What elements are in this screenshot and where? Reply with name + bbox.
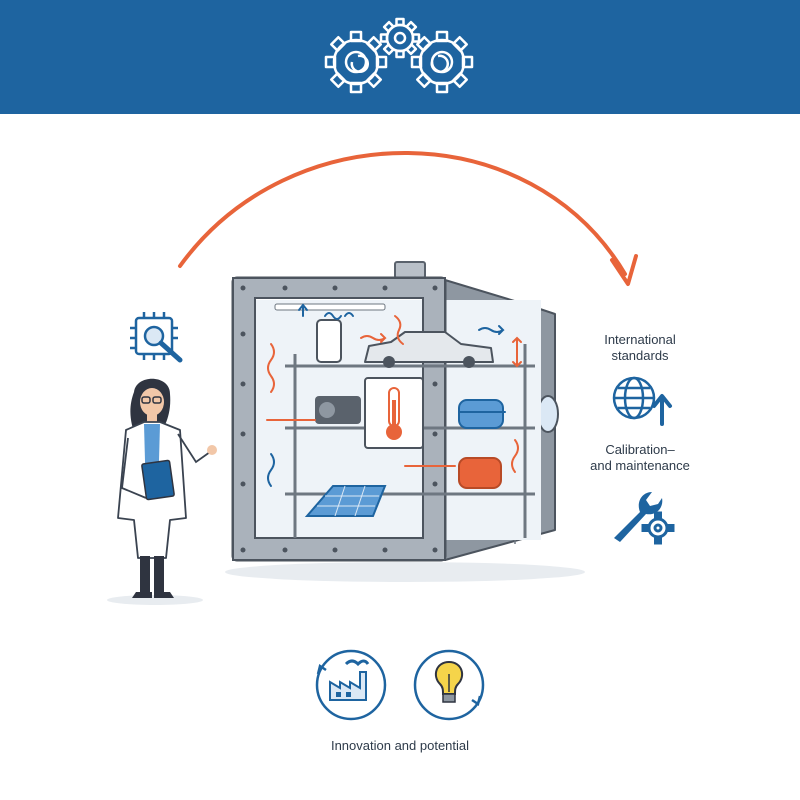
label-line: International bbox=[604, 332, 676, 347]
gears-icon bbox=[324, 17, 474, 94]
wrench-gear-icon bbox=[614, 492, 675, 545]
scientist-figure bbox=[107, 378, 217, 605]
label-line: Calibration– bbox=[605, 442, 675, 457]
diagram-scene: International standards Calibration– and… bbox=[0, 114, 800, 800]
chip-magnifier-icon bbox=[130, 312, 183, 363]
label-line: standards bbox=[611, 348, 669, 363]
thermometer-icon bbox=[386, 387, 402, 440]
label-international-standards: International standards bbox=[585, 332, 695, 364]
label-line: and maintenance bbox=[590, 458, 690, 473]
environmental-chamber bbox=[225, 261, 585, 582]
globe-upload-icon bbox=[612, 376, 672, 426]
label-calibration-maintenance: Calibration– and maintenance bbox=[575, 442, 705, 474]
process-arc bbox=[178, 151, 638, 286]
factory-cycle-icon bbox=[315, 649, 387, 721]
header-banner bbox=[0, 0, 800, 114]
label-innovation-potential: Innovation and potential bbox=[330, 738, 470, 753]
lightbulb-cycle-icon bbox=[413, 649, 485, 721]
